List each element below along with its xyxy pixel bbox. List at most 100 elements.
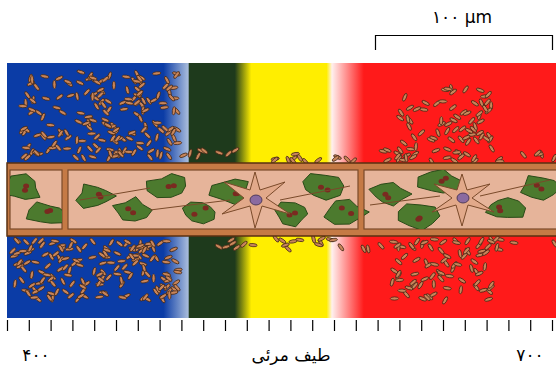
pigment-rod	[125, 86, 130, 95]
pigment-rod	[123, 238, 132, 245]
pigment-rod	[457, 153, 465, 161]
pigment-rod	[390, 278, 395, 287]
pigment-rod	[76, 69, 85, 75]
pigment-rod	[122, 75, 131, 79]
pigment-rod	[30, 75, 33, 84]
pigment-rod	[63, 147, 72, 150]
pigment-rod	[442, 296, 449, 305]
pigment-rod	[51, 239, 60, 244]
pigment-rod	[152, 71, 161, 75]
pigment-rod	[447, 136, 456, 144]
pigment-rod	[40, 74, 49, 79]
pigment-rod	[18, 276, 26, 285]
axis-tick	[508, 320, 509, 331]
green-cell	[113, 197, 153, 221]
pigment-rod	[97, 276, 106, 284]
pigment-rod	[27, 244, 33, 253]
axis-tick	[29, 320, 30, 331]
pigment-rod	[63, 128, 70, 137]
pigment-rod	[173, 270, 182, 275]
pigment-rod	[133, 99, 141, 107]
pigment-rod	[551, 154, 556, 163]
pigment-rod	[458, 125, 467, 133]
pigment-rod	[52, 105, 61, 110]
green-cell	[398, 204, 440, 231]
tissue-strip	[7, 163, 556, 236]
pigment-rod	[154, 133, 159, 142]
green-cell	[303, 174, 344, 201]
cell-dot	[191, 212, 197, 217]
pigment-rod	[19, 125, 28, 132]
pigment-rod	[437, 246, 445, 254]
pigment-rod	[463, 110, 472, 116]
pigment-rod	[443, 286, 452, 290]
pigment-rod	[214, 243, 223, 250]
pigment-rod	[412, 256, 421, 263]
pigment-rod	[410, 133, 418, 142]
pigment-rod	[487, 238, 496, 244]
green-cell	[324, 199, 369, 224]
pigment-rod	[439, 117, 443, 126]
pigment-rod	[113, 264, 121, 272]
pigment-rod	[249, 243, 258, 247]
pigment-rod	[49, 279, 57, 287]
pigment-rod	[408, 242, 416, 251]
pigment-rod	[458, 277, 467, 284]
pigment-rod	[61, 256, 70, 261]
pigment-rod	[33, 83, 41, 92]
pigment-rod	[414, 142, 418, 151]
pigment-rod	[452, 150, 461, 154]
pigment-rod	[159, 102, 167, 105]
axis-tick	[290, 320, 291, 331]
pigment-rod	[125, 150, 134, 153]
pigment-rod	[462, 134, 471, 140]
pigment-rod	[91, 92, 94, 101]
pigment-rod	[103, 247, 112, 253]
axis-tick	[225, 320, 226, 331]
pigment-rod	[68, 241, 75, 250]
pigment-rod	[143, 270, 151, 278]
axis-tick	[421, 320, 422, 331]
pigment-rod	[172, 106, 176, 115]
pigment-rod	[443, 87, 452, 92]
pigment-rod	[98, 261, 107, 266]
pigment-rod	[120, 107, 129, 112]
pigment-rod	[81, 242, 89, 250]
pigment-rod	[393, 242, 402, 249]
green-cell	[0, 174, 40, 200]
pigment-rod	[128, 252, 136, 261]
pigment-rod	[366, 245, 371, 254]
pigment-rod	[137, 114, 144, 123]
pigment-rod	[113, 250, 122, 257]
pigment-rod	[117, 259, 126, 263]
pigment-rod	[63, 79, 72, 85]
pigment-rod	[101, 117, 110, 123]
pigment-rod	[162, 260, 171, 264]
pigment-rod	[149, 239, 156, 248]
pigment-rod	[127, 272, 134, 281]
pigment-rod	[472, 136, 480, 145]
pigment-rod	[61, 263, 69, 271]
pigment-rod	[476, 87, 485, 93]
axis-tick	[181, 320, 182, 331]
pigment-rod	[101, 75, 109, 83]
pigment-rod	[76, 80, 85, 86]
pigment-rod	[19, 249, 28, 252]
axis-value: ۴۰۰	[22, 345, 49, 365]
pigment-rod	[405, 104, 414, 111]
pigment-rod	[88, 255, 97, 260]
pigment-rod	[125, 135, 134, 141]
pigment-rod	[231, 147, 240, 154]
pigment-rod	[427, 243, 434, 252]
pigment-rod	[423, 293, 431, 301]
pigment-rod	[431, 148, 440, 154]
pigment-rod	[156, 149, 160, 158]
pigment-rod	[64, 273, 73, 278]
pigment-rod	[131, 259, 139, 267]
pigment-rod	[141, 107, 150, 114]
pigment-rod	[396, 146, 404, 155]
pigment-rod	[98, 138, 107, 143]
pigment-rod	[58, 244, 65, 253]
pigment-rod	[87, 132, 96, 135]
pigment-rod	[37, 237, 45, 245]
